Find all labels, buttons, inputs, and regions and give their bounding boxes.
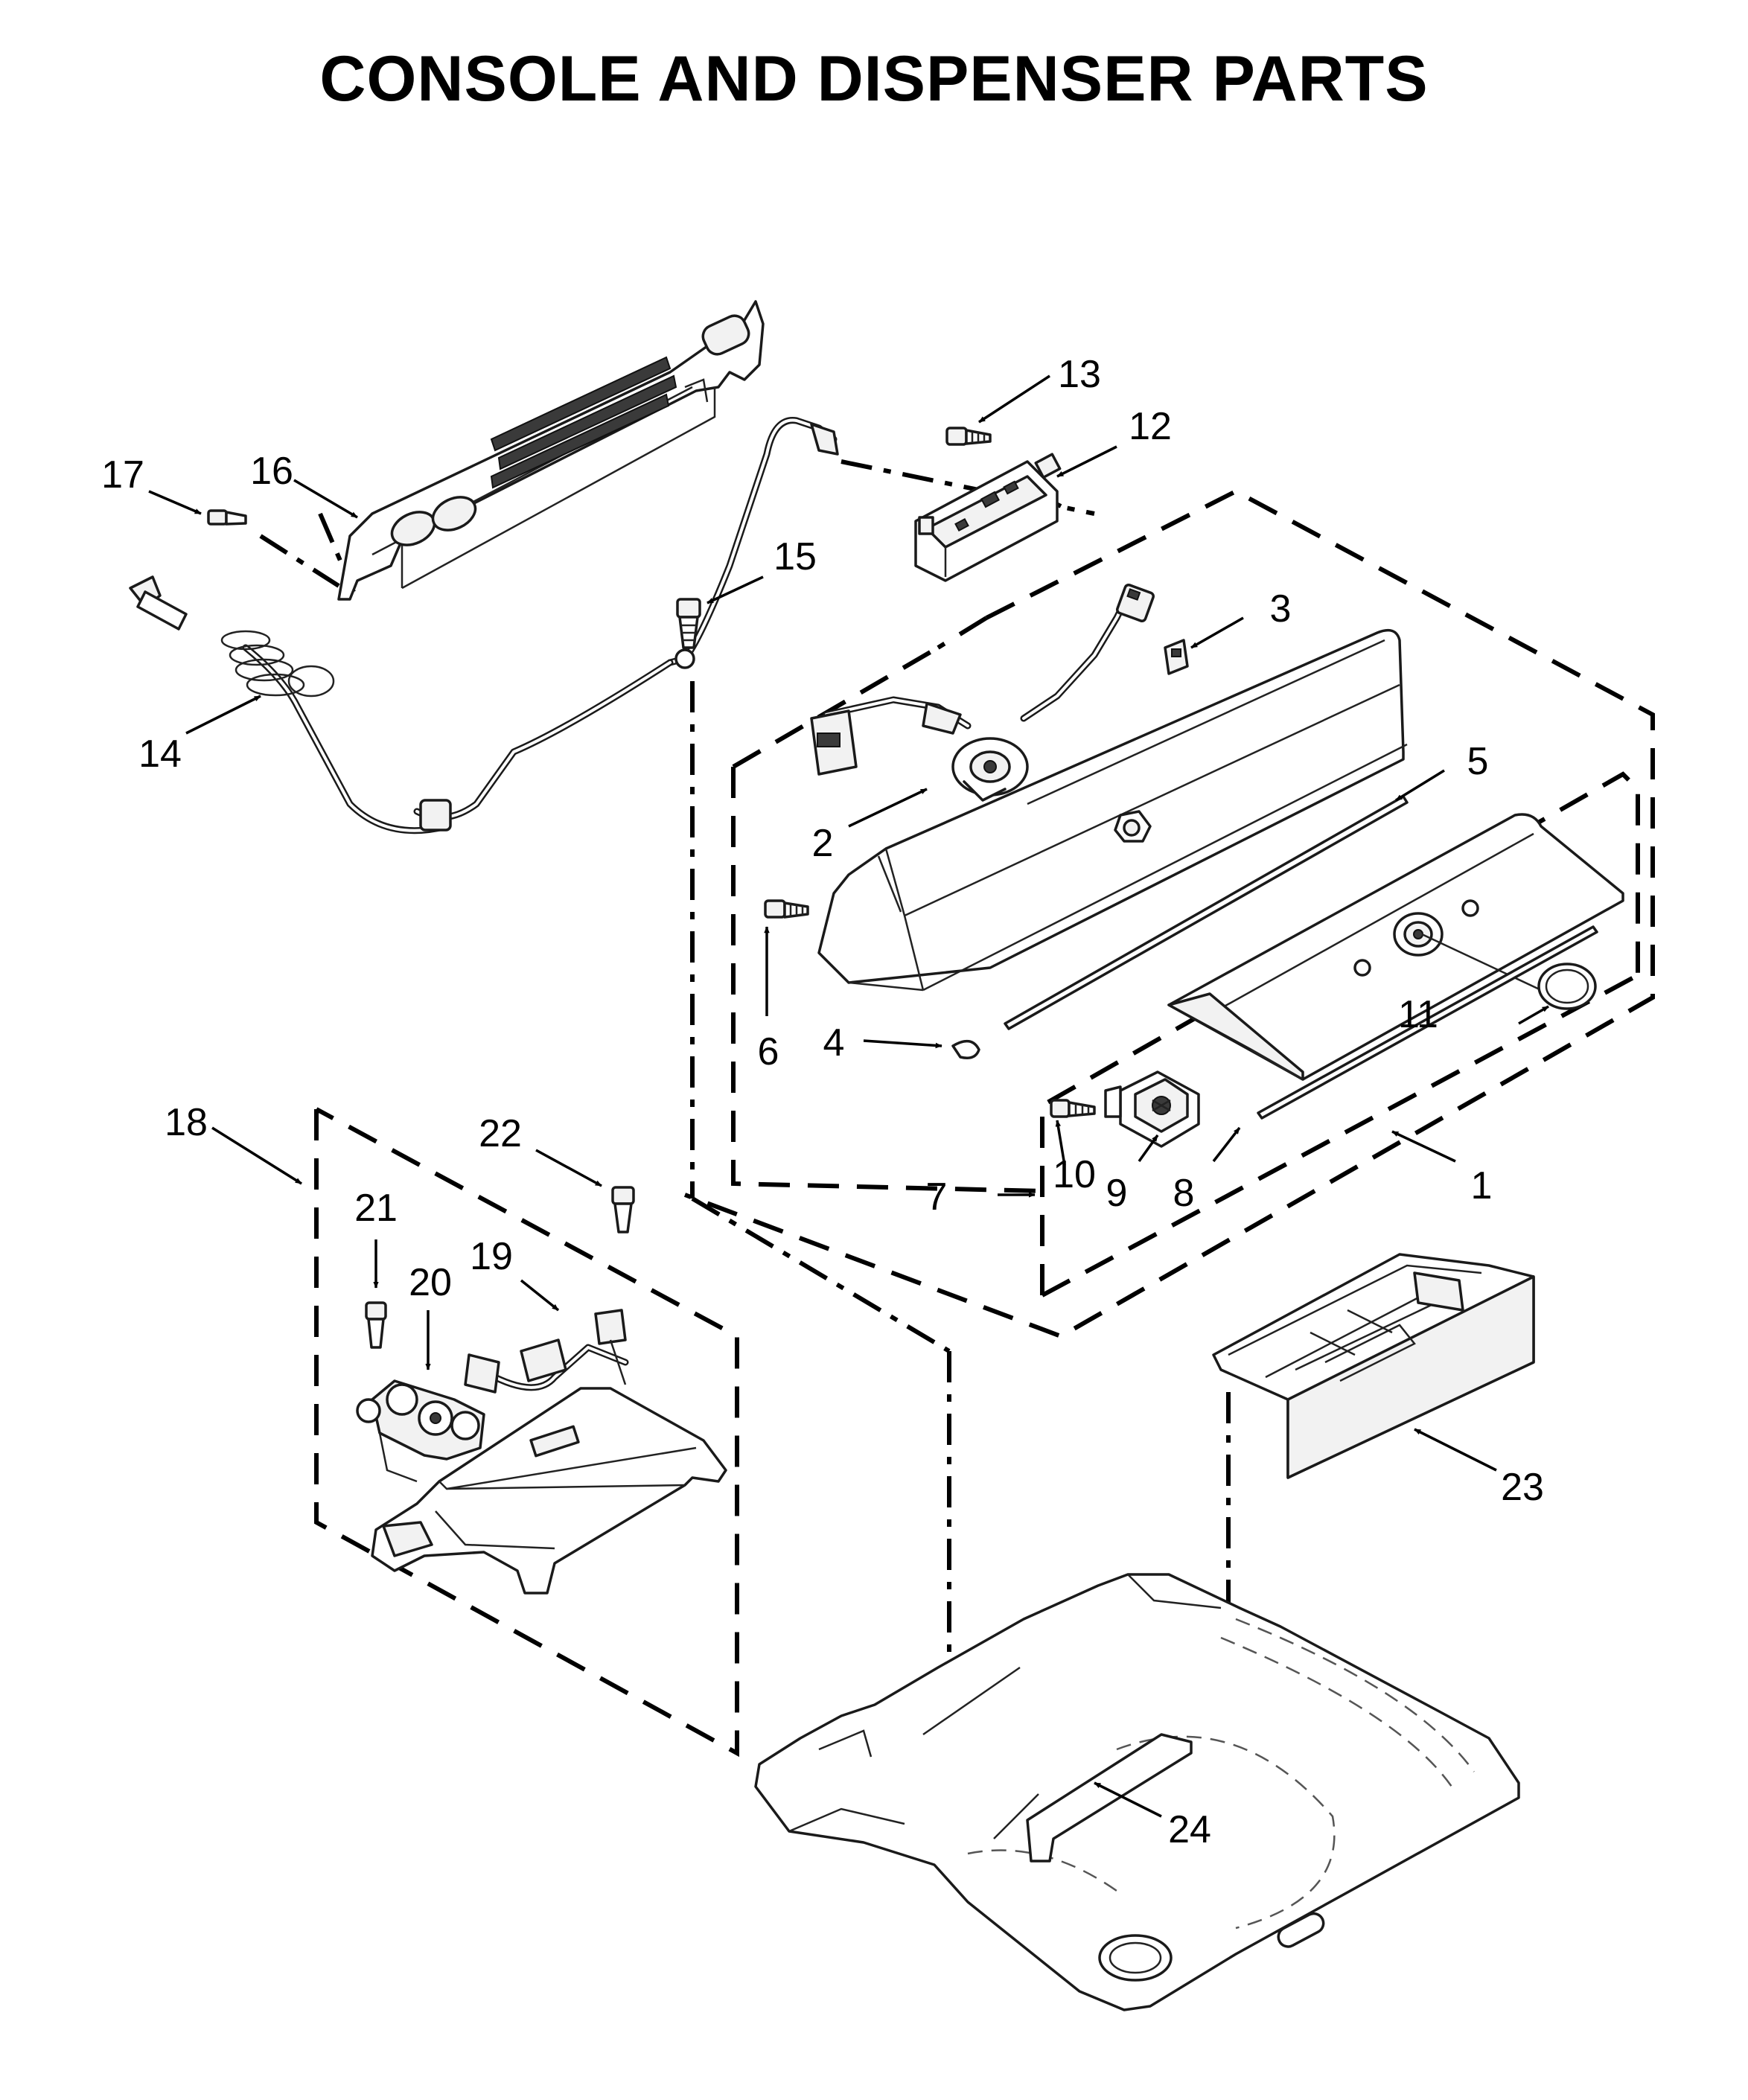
leader-lines — [148, 374, 1549, 1818]
screw-13 — [945, 427, 992, 446]
console-back-panel — [337, 300, 765, 601]
screw-17 — [207, 509, 247, 526]
callout-12: 12 — [1129, 405, 1172, 448]
valve-assembly-boundary — [314, 1107, 739, 1758]
console-assembly-boundary — [683, 488, 1655, 1339]
water-valve-20 — [356, 1379, 485, 1483]
page-title: CONSOLE AND DISPENSER PARTS — [319, 43, 1428, 115]
callout-14: 14 — [138, 733, 182, 776]
callout-9: 9 — [1106, 1172, 1128, 1215]
trim-strip-5 — [1004, 795, 1409, 1030]
vent-grid — [490, 356, 677, 489]
screw-22 — [611, 1186, 635, 1233]
callout-20: 20 — [409, 1261, 452, 1304]
clip-4 — [951, 1039, 980, 1059]
dispenser-drawer-23 — [1212, 1253, 1535, 1479]
switch-harness-2 — [810, 584, 1155, 802]
top-cover-24 — [754, 1573, 1520, 2011]
screw-15 — [676, 598, 701, 649]
console-panel-7 — [1167, 813, 1624, 1081]
screw-10 — [1050, 1099, 1096, 1118]
callout-17: 17 — [101, 453, 144, 497]
callout-6: 6 — [758, 1030, 779, 1073]
callout-11: 11 — [1398, 993, 1438, 1036]
callout-10: 10 — [1053, 1153, 1096, 1196]
callout-1: 1 — [1471, 1164, 1493, 1207]
console-housing — [817, 628, 1408, 992]
callout-23: 23 — [1501, 1466, 1544, 1509]
callout-24: 24 — [1168, 1808, 1211, 1851]
callout-18: 18 — [165, 1101, 208, 1144]
callout-8: 8 — [1173, 1172, 1195, 1215]
module-9 — [1104, 1070, 1200, 1148]
knob-11 — [1537, 963, 1597, 1010]
callout-21: 21 — [354, 1187, 398, 1230]
callout-7: 7 — [926, 1175, 948, 1219]
callout-16: 16 — [250, 450, 293, 493]
clip-3 — [1164, 639, 1189, 675]
callout-15: 15 — [773, 535, 817, 578]
callout-3: 3 — [1270, 587, 1292, 631]
callout-22: 22 — [479, 1112, 522, 1155]
screw-21 — [365, 1301, 387, 1349]
callout-19: 19 — [470, 1235, 513, 1278]
callout-2: 2 — [812, 822, 834, 865]
callout-5: 5 — [1467, 740, 1489, 783]
cord-coil — [220, 630, 335, 698]
dispenser-housing — [371, 1387, 727, 1595]
strip-8 — [1257, 925, 1598, 1120]
callout-labels: 1 2 3 4 5 6 7 8 9 10 11 12 13 14 15 16 1… — [101, 353, 1544, 1851]
valve-harness-19 — [464, 1309, 629, 1394]
callout-4: 4 — [823, 1021, 845, 1065]
screw-6 — [764, 899, 809, 919]
control-board-12 — [914, 453, 1062, 582]
callout-13: 13 — [1058, 353, 1101, 396]
